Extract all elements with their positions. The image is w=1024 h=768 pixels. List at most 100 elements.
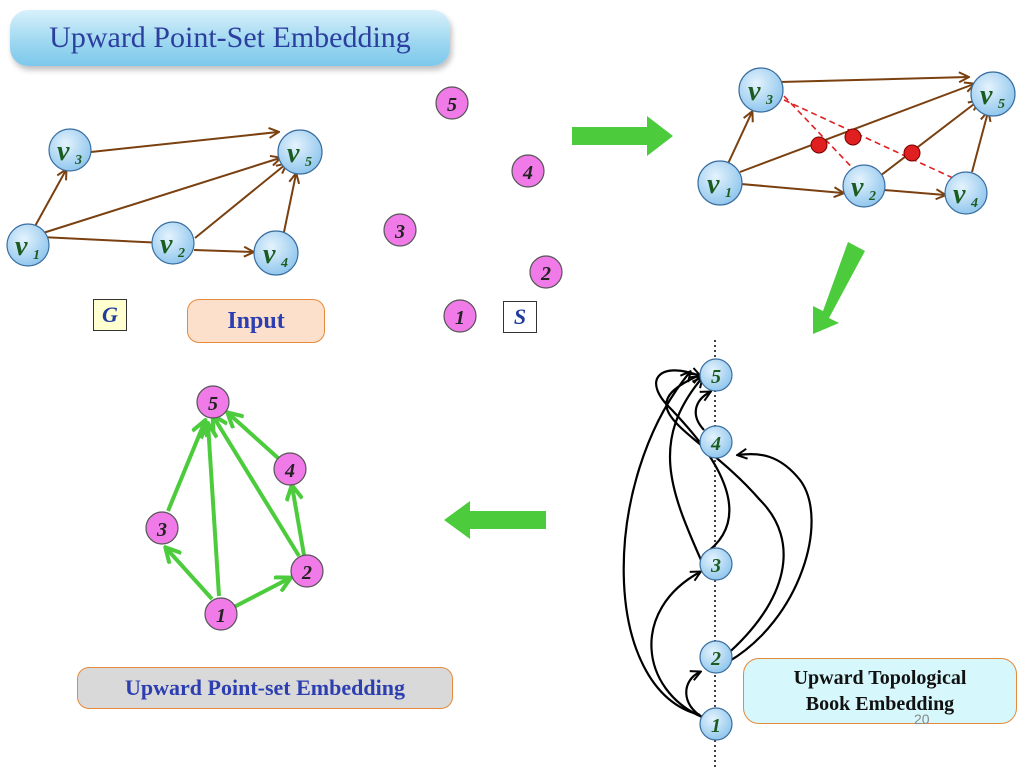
- page-edge: [727, 454, 813, 663]
- svg-text:4: 4: [280, 256, 288, 271]
- svg-text:v: v: [748, 76, 761, 107]
- svg-text:4: 4: [284, 460, 295, 482]
- svg-text:v: v: [287, 138, 300, 169]
- point-set-s-label: S: [503, 301, 537, 333]
- page-edge: [655, 370, 731, 556]
- title-box: Upward Point-Set Embedding: [10, 10, 450, 66]
- spine-vertex-2: 2: [699, 640, 733, 674]
- dashed-edge-v3-v4: [783, 99, 967, 185]
- svg-text:v: v: [707, 169, 720, 200]
- edge-v1-v3: [33, 170, 66, 229]
- svg-text:2: 2: [301, 562, 312, 584]
- svg-text:2: 2: [710, 648, 721, 670]
- flow-arrow-down: [813, 242, 865, 334]
- svg-text:1: 1: [725, 186, 732, 201]
- point-set-embedding: 5 4 3 2 1: [145, 385, 324, 631]
- svg-text:3: 3: [710, 555, 721, 577]
- svg-text:5: 5: [711, 366, 721, 388]
- book-label-line1: Upward Topological: [793, 667, 967, 689]
- green-edge: [166, 548, 214, 601]
- edge-v2-v4: [193, 250, 253, 252]
- book-embedding-label: Upward Topological Book Embedding: [743, 658, 1017, 724]
- svg-text:3: 3: [74, 153, 82, 168]
- point-2: 2: [529, 255, 563, 289]
- spine-vertex-3: 3: [699, 547, 733, 581]
- edge-v2-v5: [194, 164, 286, 239]
- book-embedding: 5 4 3 2 1: [622, 340, 813, 768]
- green-edge: [228, 413, 280, 460]
- spine-vertex-5: 5: [699, 358, 733, 392]
- svg-text:5: 5: [998, 97, 1005, 112]
- edge-v3-v5: [90, 132, 278, 153]
- crossing-point: [844, 128, 862, 146]
- page-edge: [685, 672, 705, 719]
- page-edge: [668, 378, 702, 561]
- book-label-line2: Book Embedding: [805, 693, 955, 715]
- edge-v3-v5: [779, 77, 968, 82]
- result-label: Upward Point-set Embedding: [77, 667, 453, 709]
- svg-text:2: 2: [540, 263, 551, 285]
- page-title: Upward Point-Set Embedding: [49, 21, 411, 54]
- result-label-text: Upward Point-set Embedding: [125, 675, 405, 700]
- edge-v4-v5: [971, 112, 988, 173]
- edge-v2-v5: [879, 101, 978, 177]
- svg-text:4: 4: [522, 162, 533, 184]
- svg-text:1: 1: [33, 248, 40, 263]
- svg-text:v: v: [851, 172, 864, 203]
- green-edge: [208, 424, 221, 597]
- svg-text:3: 3: [156, 519, 167, 541]
- edge-v1-v2: [740, 183, 843, 193]
- point-5: 5: [435, 86, 469, 120]
- point-1: 1: [443, 299, 477, 333]
- svg-text:1: 1: [216, 605, 226, 627]
- svg-text:5: 5: [305, 155, 312, 170]
- spine-vertex-4: 4: [699, 425, 733, 459]
- graph-g-label: G: [93, 299, 127, 331]
- embedded-point-1: 1: [204, 597, 238, 631]
- page-number: 20: [914, 711, 930, 727]
- svg-text:1: 1: [711, 715, 721, 737]
- page-edge: [650, 572, 702, 719]
- embedded-point-5: 5: [196, 385, 230, 419]
- svg-text:5: 5: [447, 94, 457, 116]
- svg-text:4: 4: [710, 433, 721, 455]
- flow-arrow-right: [572, 116, 673, 156]
- svg-text:2: 2: [868, 189, 876, 204]
- embedded-point-3: 3: [145, 511, 179, 545]
- page-edge: [694, 392, 710, 431]
- svg-text:5: 5: [208, 393, 218, 415]
- svg-text:v: v: [15, 231, 28, 262]
- svg-text:3: 3: [765, 93, 773, 108]
- svg-text:v: v: [57, 136, 70, 167]
- point-4: 4: [511, 154, 545, 188]
- svg-text:4: 4: [970, 196, 978, 211]
- edge-v1-v3: [725, 112, 752, 169]
- input-label: Input: [187, 299, 325, 343]
- page-edge: [665, 375, 785, 658]
- point-3: 3: [383, 213, 417, 247]
- svg-text:2: 2: [177, 246, 185, 261]
- svg-text:v: v: [160, 229, 173, 260]
- embedded-point-2: 2: [290, 554, 324, 588]
- spine-vertex-1: 1: [699, 707, 733, 741]
- green-edge: [166, 421, 205, 512]
- svg-text:v: v: [263, 239, 276, 270]
- flow-arrow-left: [444, 501, 546, 539]
- svg-text:3: 3: [394, 221, 405, 243]
- edge-v1-v2: [40, 236, 164, 243]
- point-set-s: 5 4 3 2 1: [383, 86, 563, 333]
- svg-text:v: v: [980, 80, 993, 111]
- crossing-point: [810, 136, 828, 154]
- edge-v4-v5: [283, 174, 296, 233]
